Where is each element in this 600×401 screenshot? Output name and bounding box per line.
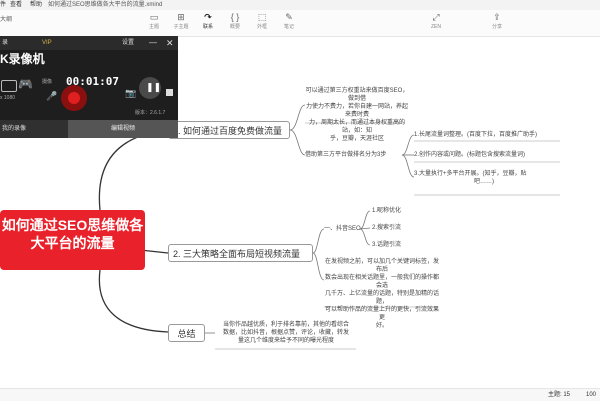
- connector-step1: [401, 134, 415, 156]
- connector-b2-sub: [312, 228, 325, 254]
- branch1-step-2[interactable]: 2.创作内容或问题。(标题包含搜索流量词): [414, 152, 526, 158]
- outline-label[interactable]: 大纲: [0, 17, 13, 23]
- stop-icon[interactable]: [166, 89, 173, 96]
- summary-button[interactable]: { } 概要: [222, 11, 248, 35]
- microphone-icon[interactable]: 🎤: [46, 91, 58, 101]
- share-button[interactable]: ⇪ 分享: [484, 11, 510, 35]
- subtopic-icon: ⊞: [177, 12, 185, 22]
- branch2-note[interactable]: 在发视频之前，可以加几个关键词标签，发布后 数会出现在相关话题里，一般我们的操作…: [324, 259, 439, 329]
- branch2-item-3[interactable]: 3.话题引流: [372, 242, 402, 248]
- fullscreen-icon: ⤢: [432, 12, 440, 22]
- my-recordings-tab[interactable]: 我的录像: [2, 126, 27, 132]
- branch1-subtopic[interactable]: 借助第三方平台做排名分为3步: [305, 152, 387, 158]
- branch-topic-3[interactable]: 总结: [168, 324, 205, 342]
- central-topic[interactable]: 如何通过SEO思维做各 大平台的流量: [0, 210, 145, 270]
- summary-icon: { }: [230, 12, 240, 22]
- toolbar: ▭ 主题 ⊞ 子主题 ↷ 联系 { } 概要 ⬚ 外框 ✎ 笔记 ⤢ ZEN ⇪…: [0, 10, 600, 37]
- connector-b2-item1: [359, 210, 371, 230]
- camera-label: 摄像: [42, 79, 53, 85]
- central-topic-line2: 大平台的流量: [30, 235, 115, 251]
- boundary-icon: ⬚: [257, 12, 267, 22]
- gamepad-icon[interactable]: 🎮: [18, 77, 33, 91]
- screen-recorder-window[interactable]: 录 VIP 设置 — ✕ K录像机 🎮 摄像 x 1080 🎤 00:01:07…: [0, 36, 178, 138]
- recorder-brand-label: 录: [2, 40, 9, 46]
- version-label: 版本：2.6.1.7: [135, 110, 166, 116]
- connector-b2-note: [312, 252, 325, 281]
- share-icon: ⇪: [493, 12, 501, 22]
- recorder-bottom-bar: 我的录像 编辑视频: [0, 120, 178, 138]
- close-icon[interactable]: ✕: [166, 38, 174, 48]
- connector-b2-item2: [359, 227, 371, 230]
- connector-b2-item3: [359, 228, 371, 246]
- connector-branch1: [98, 129, 169, 211]
- central-topic-line1: 如何通过SEO思维做各: [1, 217, 144, 233]
- topic-icon: ▭: [149, 12, 159, 22]
- connector-b1-sub: [289, 129, 306, 156]
- pause-button[interactable]: ❚❚: [139, 77, 161, 99]
- branch-topic-1[interactable]: 1. 如何通过百度免费做流量: [168, 121, 290, 139]
- camera-icon[interactable]: 📷: [125, 88, 137, 98]
- menu-help[interactable]: 帮助: [30, 2, 43, 8]
- relationship-button[interactable]: ↷ 联系: [195, 11, 221, 35]
- menu-view[interactable]: 查看: [10, 2, 23, 8]
- zen-button[interactable]: ⤢ ZEN: [423, 11, 449, 35]
- settings-button[interactable]: 设置: [122, 40, 135, 46]
- branch3-note[interactable]: 当你作品越优质，利于排名靠前，其他的看综合 数据，比如抖音，根据点赞，评论，收藏…: [222, 322, 349, 344]
- subtopic-button[interactable]: ⊞ 子主题: [168, 11, 194, 35]
- recording-timer: 00:01:07: [66, 75, 119, 88]
- document-filename: 如何通过SEO思维做各大平台的流量.xmind: [48, 2, 163, 8]
- edit-video-tab[interactable]: 编辑视频: [68, 120, 178, 138]
- branch1-step-3[interactable]: 3.大量执行+多平台开展。(知乎，豆瓣，贴 吧……): [414, 171, 527, 185]
- pause-icon: ❚❚: [146, 82, 162, 92]
- topic-button[interactable]: ▭ 主题: [141, 11, 167, 35]
- minimize-icon[interactable]: —: [149, 38, 157, 47]
- record-dot-icon: [68, 92, 80, 104]
- note-icon: ✎: [285, 12, 293, 22]
- recorder-app-title: K录像机: [0, 52, 45, 66]
- connector-b1-note: [289, 104, 306, 131]
- resolution-label: x 1080: [0, 95, 16, 101]
- relationship-icon: ↷: [204, 12, 212, 22]
- branch1-note[interactable]: 可以通过第三方权重站来做百度SEO，做到借 力使力不费力，若你自建一网站，养起来…: [305, 88, 409, 142]
- branch2-subtopic[interactable]: 一、抖音SEO: [324, 226, 361, 232]
- vip-badge[interactable]: VIP: [42, 40, 52, 46]
- branch2-item-1[interactable]: 1.昵称优化: [372, 208, 402, 214]
- recorder-titlebar: 录 VIP 设置 — ✕: [0, 36, 178, 50]
- status-bar: 主题: 15 100: [0, 388, 600, 401]
- boundary-button[interactable]: ⬚ 外框: [249, 11, 275, 35]
- connector-step3: [401, 154, 415, 178]
- topic-count: 主题: 15: [547, 392, 570, 398]
- connector-branch3: [98, 269, 169, 333]
- note-button[interactable]: ✎ 笔记: [276, 11, 302, 35]
- menu-file[interactable]: 件: [0, 2, 7, 8]
- branch1-step-1[interactable]: 1.长尾流量词整理。(百度下拉，百度推广助手): [414, 132, 538, 138]
- branch-topic-2[interactable]: 2. 三大策略全面布局短视频流量: [168, 244, 313, 262]
- record-indicator[interactable]: [61, 85, 87, 111]
- branch2-item-2[interactable]: 2.搜索引流: [372, 225, 402, 231]
- zoom-level[interactable]: 100: [585, 392, 596, 398]
- screen-icon[interactable]: [1, 80, 17, 92]
